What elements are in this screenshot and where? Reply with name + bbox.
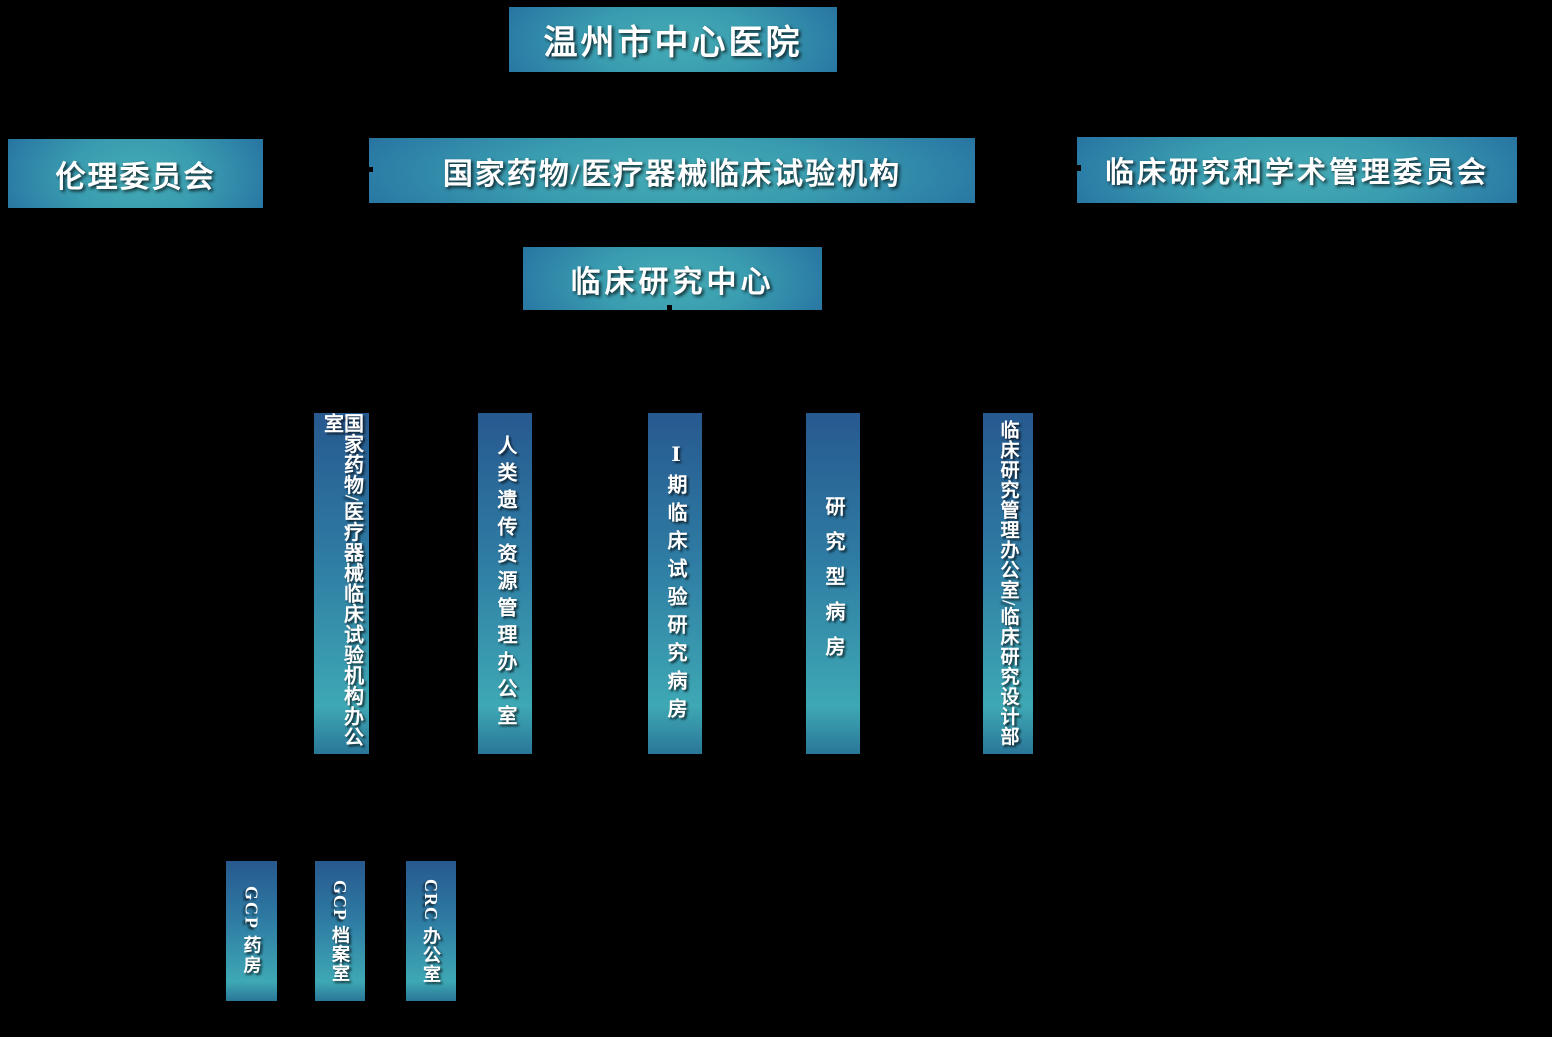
connector-drop-sub2 xyxy=(340,808,343,861)
connector-drop-sub1 xyxy=(251,808,254,861)
org-box-institution-office-label: 国家药物/医疗器械临床试验机构办公室 xyxy=(320,413,363,748)
connector-drop-dept2 xyxy=(505,385,508,413)
org-box-trial-institution-label: 国家药物/医疗器械临床试验机构 xyxy=(442,157,902,191)
connector-drop-sub3 xyxy=(431,808,434,861)
org-box-gcp-pharmacy: GCP 药房 xyxy=(226,861,277,1001)
org-box-gcp-pharmacy-label: GCP 药房 xyxy=(241,886,262,976)
org-box-genetic-resources-office: 人类遗传资源管理办公室 xyxy=(478,413,532,754)
org-box-phase1-ward-label: Ⅰ期临床试验研究病房 xyxy=(664,441,686,726)
org-box-research-management-office: 临床研究管理办公室/临床研究设计部 xyxy=(983,413,1033,754)
org-box-clinical-research-center-label: 临床研究中心 xyxy=(570,265,775,299)
org-box-clinical-research-center: 临床研究中心 xyxy=(523,247,822,310)
connector-office-drop xyxy=(341,754,344,808)
org-box-research-ward-label: 研究型病房 xyxy=(822,496,844,671)
org-box-crc-office-label: CRC 办公室 xyxy=(421,878,441,984)
connector-drop-dept4 xyxy=(833,385,836,413)
org-box-phase1-ward: Ⅰ期临床试验研究病房 xyxy=(648,413,702,754)
org-box-trial-institution: 国家药物/医疗器械临床试验机构 xyxy=(369,138,975,203)
connector-center-stub xyxy=(667,305,672,319)
connector-drop-dept5 xyxy=(1008,385,1011,413)
org-box-hospital-label: 温州市中心医院 xyxy=(543,25,803,62)
connector-center-drop xyxy=(670,319,674,385)
org-box-ethics-committee: 伦理委员会 xyxy=(8,139,263,208)
connector-ethics-to-institution xyxy=(263,167,373,172)
org-box-academic-committee: 临床研究和学术管理委员会 xyxy=(1077,137,1517,203)
connector-institution-to-academic xyxy=(975,165,1081,171)
org-box-gcp-archive-label: GCP 档案室 xyxy=(330,879,350,983)
org-box-crc-office: CRC 办公室 xyxy=(406,861,456,1001)
org-box-gcp-archive: GCP 档案室 xyxy=(315,861,365,1001)
connector-drop-dept1 xyxy=(341,385,344,413)
connector-institution-to-center xyxy=(670,203,674,247)
connector-departments-rail xyxy=(341,385,1008,388)
org-box-institution-office: 国家药物/医疗器械临床试验机构办公室 xyxy=(314,413,369,754)
org-box-research-management-office-label: 临床研究管理办公室/临床研究设计部 xyxy=(997,420,1019,747)
org-box-research-ward: 研究型病房 xyxy=(806,413,860,754)
connector-drop-dept3 xyxy=(675,385,678,413)
org-box-genetic-resources-office-label: 人类遗传资源管理办公室 xyxy=(494,435,516,732)
org-box-academic-committee-label: 临床研究和学术管理委员会 xyxy=(1104,157,1489,189)
org-box-hospital: 温州市中心医院 xyxy=(509,7,837,72)
org-box-ethics-committee-label: 伦理委员会 xyxy=(55,160,216,194)
